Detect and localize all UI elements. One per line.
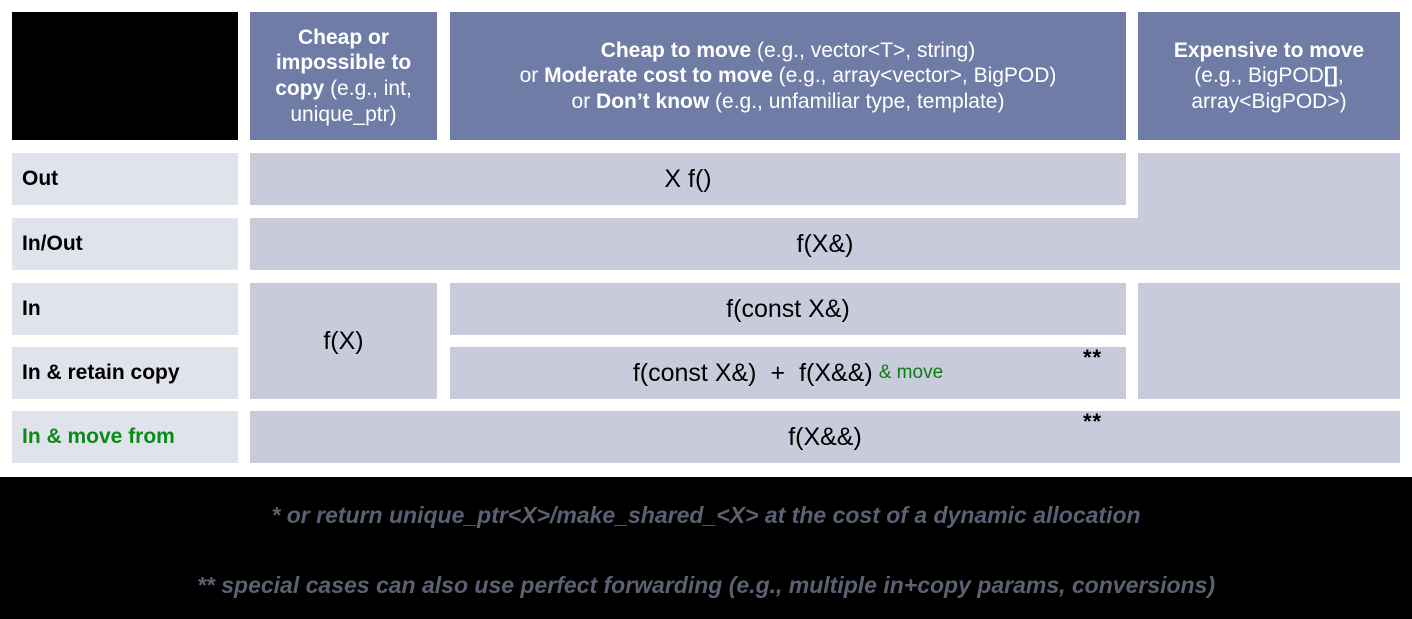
header-example-brackets: []	[1323, 64, 1338, 88]
cell-retain-copy-move-note: & move	[878, 362, 944, 383]
column-header-expensive-move: Expensive to move (e.g., BigPOD[], array…	[1138, 12, 1400, 140]
cell-inout-fxref: f(X&)	[250, 218, 1400, 270]
header-strong-moderate-move: Moderate cost to move	[544, 64, 773, 88]
column-header-cheap-copy: Cheap or impossible to copy (e.g., int, …	[250, 12, 437, 140]
cell-retain-copy-const-ref: f(const X&)	[632, 358, 757, 387]
header-conj-2: or	[571, 89, 597, 113]
header-conj-1: or	[519, 64, 545, 88]
cell-retain-copy-plus: +	[770, 358, 786, 387]
cell-out-xf-text: X f()	[664, 164, 712, 193]
cell-expensive-move-merged-2	[1138, 283, 1400, 399]
header-strong-cheap-copy: Cheap or impossible to copy	[275, 25, 412, 100]
cell-in-fx-text: f(X)	[323, 326, 364, 355]
header-strong-cheap-move: Cheap to move	[600, 38, 752, 62]
cell-move-from-rvalue: f(X&&)	[250, 411, 1400, 463]
cell-retain-copy-rvalue-ref: f(X&&)	[799, 358, 873, 387]
row-label-out: Out	[12, 153, 238, 205]
footnote-single-asterisk: * or return unique_ptr<X>/make_shared_<X…	[271, 502, 1141, 528]
header-example-cheap-move: (e.g., vector<T>, string)	[751, 38, 976, 62]
cell-out-xf: X f()	[250, 153, 1126, 205]
row-label-in-move-from-text: In & move from	[22, 425, 175, 448]
cell-inout-fxref-text: f(X&)	[796, 229, 854, 258]
cell-in-fx: f(X)	[250, 283, 437, 399]
header-example-moderate-move: (e.g., array<vector>, BigPOD)	[772, 64, 1057, 88]
header-example-dont-know: (e.g., unfamiliar type, template)	[709, 89, 1005, 113]
cell-move-from-rvalue-text: f(X&&)	[788, 422, 862, 451]
cell-in-const-ref-text: f(const X&)	[726, 294, 850, 323]
column-header-cheap-move: Cheap to move (e.g., vector<T>, string) …	[450, 12, 1126, 140]
row-label-in: In	[12, 283, 238, 335]
header-example-cheap-copy: (e.g., int, unique_ptr)	[290, 77, 412, 126]
cell-retain-copy-combo: f(const X&) + f(X&&) & move	[450, 347, 1126, 399]
header-strong-dont-know: Don’t know	[596, 89, 710, 113]
header-strong-expensive-move: Expensive to move	[1173, 38, 1365, 62]
footnote-band	[0, 477, 1412, 619]
row-label-in-move-from: In & move from	[12, 411, 238, 463]
row-label-out-text: Out	[22, 167, 59, 190]
header-example-expensive-move-a: (e.g., BigPOD	[1194, 64, 1324, 88]
header-example-expensive-move-b: array<BigPOD>)	[1191, 89, 1347, 113]
corner-black-block	[12, 12, 238, 140]
row-label-inout-text: In/Out	[22, 232, 83, 255]
row-label-in-text: In	[22, 297, 41, 320]
header-example-expensive-move-comma: ,	[1337, 64, 1344, 88]
footnote-marker-retain-copy: **	[1083, 345, 1103, 370]
cell-in-const-ref: f(const X&)	[450, 283, 1126, 335]
row-label-in-retain-copy-text: In & retain copy	[22, 361, 180, 384]
row-label-inout: In/Out	[12, 218, 238, 270]
row-label-in-retain-copy: In & retain copy	[12, 347, 238, 399]
footnote-double-asterisk: ** special cases can also use perfect fo…	[196, 572, 1216, 598]
footnote-marker-move-from: **	[1083, 409, 1103, 434]
